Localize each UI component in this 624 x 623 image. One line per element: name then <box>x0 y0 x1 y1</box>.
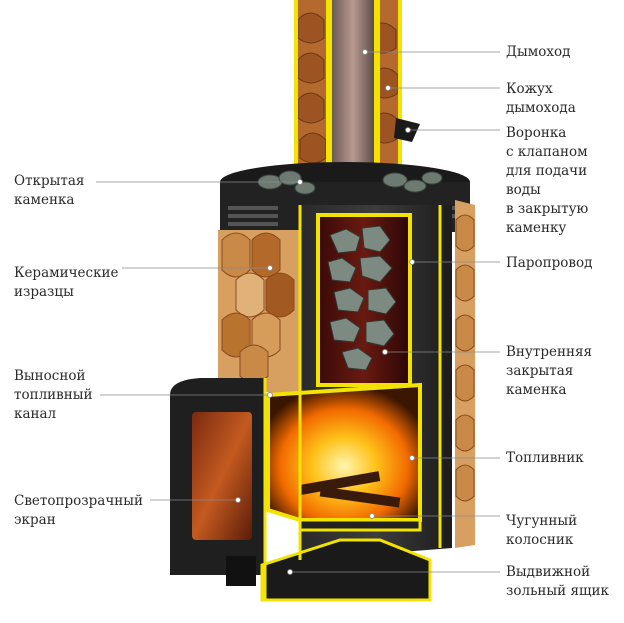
glass-screen-illustration <box>192 412 252 540</box>
label-grate: Чугунный колосник <box>506 513 578 548</box>
label-glass-screen: Светопрозрачный экран <box>14 493 144 528</box>
ash-drawer-illustration <box>260 538 432 602</box>
label-ash-drawer: Выдвижной зольный ящик <box>506 564 609 599</box>
label-chimney-casing: Кожух дымохода <box>506 81 576 116</box>
label-ceramic-tiles: Керамические изразцы <box>14 265 119 300</box>
label-open-heater: Открытая каменка <box>14 173 85 208</box>
label-chimney: Дымоход <box>506 44 571 60</box>
label-steam-pipe: Паропровод <box>506 255 593 271</box>
ceramic-tiles-illustration <box>218 200 475 548</box>
label-fuel-channel: Выносной топливный канал <box>14 368 93 422</box>
label-inner-heater: Внутренняя закрытая каменка <box>506 344 592 398</box>
label-funnel: Воронка с клапаном для подачи воды в зак… <box>506 125 589 236</box>
label-firebox: Топливник <box>506 450 584 466</box>
